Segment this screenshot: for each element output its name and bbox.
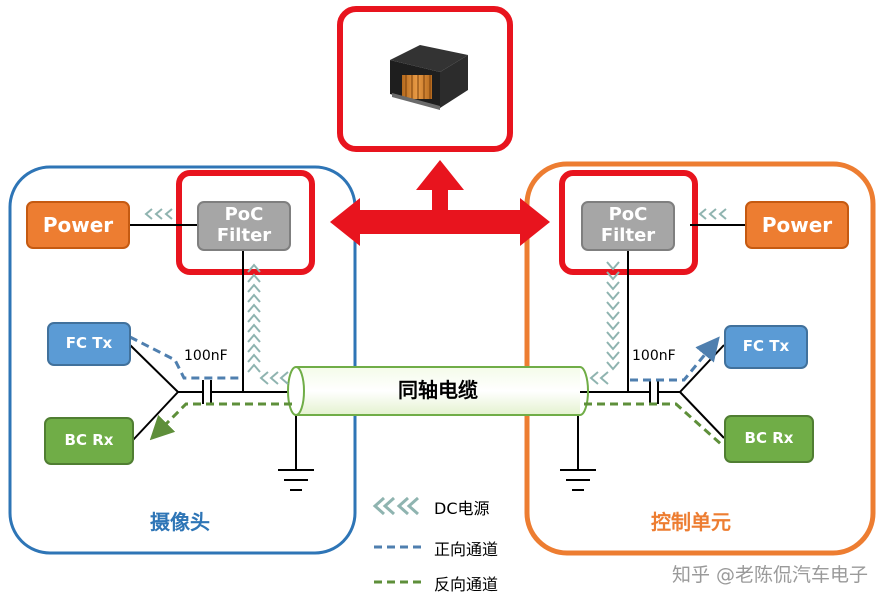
control-title: 控制单元 (651, 510, 731, 534)
camera-poc-label-line2: Filter (216, 225, 272, 246)
control-bc-rx-block[interactable]: BC Rx (724, 415, 814, 463)
camera-reverse-path (149, 402, 292, 441)
watermark: 知乎 @老陈侃汽车电子 (672, 564, 869, 586)
legend-dc-label: DC电源 (434, 499, 490, 518)
camera-dc-chevrons-horizontal (144, 208, 289, 385)
control-power-block[interactable]: Power (745, 201, 849, 249)
coax-cable-label: 同轴电缆 (398, 378, 478, 402)
control-region-border (524, 161, 876, 556)
control-poc-label-line1: PoC (608, 204, 648, 226)
control-fc-tx-block[interactable]: FC Tx (724, 325, 808, 369)
control-poc-label-line2: Filter (600, 225, 656, 246)
camera-bcrx-label: BC Rx (64, 431, 114, 450)
control-fctx-label: FC Tx (742, 337, 790, 356)
control-capacitor-label: 100nF (632, 348, 676, 364)
camera-fc-tx-block[interactable]: FC Tx (47, 322, 131, 366)
legend-reverse-label: 反向通道 (434, 575, 499, 594)
camera-poc-filter-block[interactable]: PoC Filter (197, 201, 291, 251)
camera-bc-rx-block[interactable]: BC Rx (44, 417, 134, 465)
inductor-component-image (390, 45, 468, 110)
control-bcrx-label: BC Rx (744, 429, 794, 448)
legend-forward-label: 正向通道 (434, 540, 499, 559)
camera-fctx-label: FC Tx (65, 334, 113, 353)
red-double-arrow (330, 160, 550, 246)
camera-poc-label-line1: PoC (224, 204, 264, 226)
control-dc-chevrons-vertical (606, 261, 620, 371)
control-dc-chevrons-horizontal (589, 208, 727, 385)
camera-power-label: Power (42, 212, 114, 237)
camera-title: 摄像头 (150, 510, 210, 534)
control-forward-path (630, 336, 720, 382)
camera-power-block[interactable]: Power (26, 201, 130, 249)
legend-dc-symbol (372, 496, 419, 516)
camera-capacitor-label: 100nF (184, 348, 228, 364)
control-power-label: Power (761, 212, 833, 237)
control-reverse-path (584, 402, 723, 447)
camera-dc-chevrons-vertical (247, 263, 261, 373)
camera-poc-highlight (176, 170, 315, 275)
coax-cable[interactable] (287, 366, 589, 416)
camera-region-border (8, 165, 357, 555)
control-poc-filter-block[interactable]: PoC Filter (581, 201, 675, 251)
